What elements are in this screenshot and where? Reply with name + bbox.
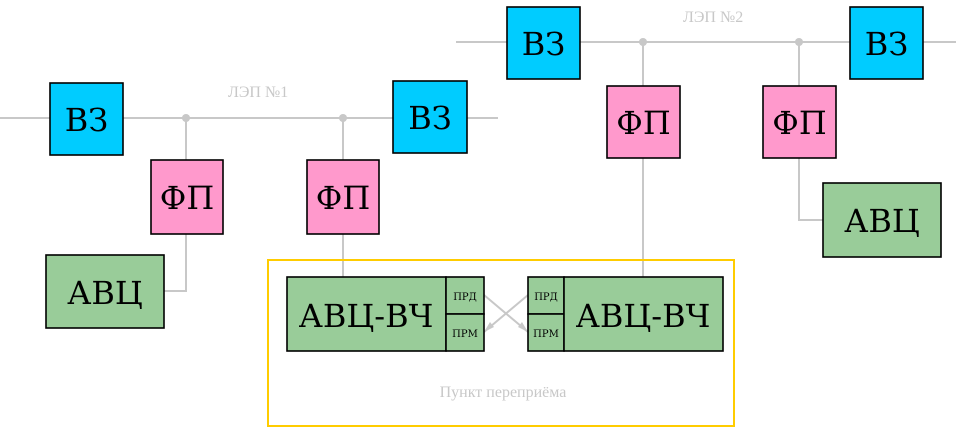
prm-cell (445, 313, 485, 352)
vz-block-rect (849, 6, 924, 80)
power-line-1-label: ЛЭП №1 (228, 84, 288, 101)
avc-block-label: АВЦ (67, 274, 143, 312)
avc-block: АВЦ (822, 182, 942, 258)
fp-block-rect (606, 85, 681, 159)
vz-block-label: ВЗ (65, 101, 108, 139)
fp-block: ФП (606, 85, 681, 159)
junction-node (339, 114, 347, 122)
arrowhead-b (518, 322, 528, 332)
fp-block-label: ФП (616, 104, 670, 142)
link-fp-avc-left (164, 234, 187, 292)
vz-block: ВЗ (849, 6, 924, 80)
junction-node (795, 38, 803, 46)
junction-nodes (182, 38, 803, 122)
vz-block-label: ВЗ (408, 99, 451, 137)
avc-vch-block-left: АВЦ-ВЧ ПРД ПРМ (286, 276, 485, 352)
avc-block-rect (822, 182, 942, 258)
fp-block-rect (306, 159, 380, 235)
link-fp-avc-right (798, 158, 823, 221)
vz-block-rect (506, 6, 581, 80)
junction-node (182, 114, 190, 122)
fp-block-rect (762, 85, 837, 159)
fp-block: ФП (762, 85, 837, 159)
vz-block: ВЗ (506, 6, 581, 80)
fp-block-label: ФП (160, 179, 214, 217)
prd-cell (445, 276, 485, 315)
vz-block-rect (392, 80, 468, 154)
relay-point-frame (267, 259, 735, 427)
fp-block-label: ФП (316, 179, 370, 217)
fp-block: ФП (306, 159, 380, 235)
avc-vch-block-right: ПРД ПРМ АВЦ-ВЧ (527, 276, 724, 352)
fp-block-label: ФП (772, 104, 826, 142)
prm-cell (527, 313, 565, 352)
relay-point-label: Пункт переприёма (440, 384, 567, 401)
junction-node (639, 38, 647, 46)
prd-label: ПРД (453, 292, 477, 303)
avc-vch-main (286, 276, 447, 352)
avc-vch-main (563, 276, 724, 352)
prd-label: ПРД (534, 292, 558, 303)
prm-label: ПРМ (452, 329, 478, 340)
avc-vch-label: АВЦ-ВЧ (299, 297, 434, 335)
avc-block-rect (45, 254, 165, 329)
prm-label: ПРМ (533, 329, 559, 340)
power-line-2-label: ЛЭП №2 (683, 9, 743, 26)
arrowhead-a (484, 322, 494, 332)
avc-block: АВЦ (45, 254, 165, 329)
vz-block-label: ВЗ (865, 25, 908, 63)
vz-block: ВЗ (392, 80, 468, 154)
fp-block: ФП (150, 159, 224, 235)
vz-block: ВЗ (49, 82, 124, 156)
prd-cell (527, 276, 565, 315)
fp-block-rect (150, 159, 224, 235)
avc-vch-label: АВЦ-ВЧ (576, 297, 711, 335)
vz-block-rect (49, 82, 124, 156)
avc-block-label: АВЦ (844, 202, 920, 240)
vz-block-label: ВЗ (522, 25, 565, 63)
